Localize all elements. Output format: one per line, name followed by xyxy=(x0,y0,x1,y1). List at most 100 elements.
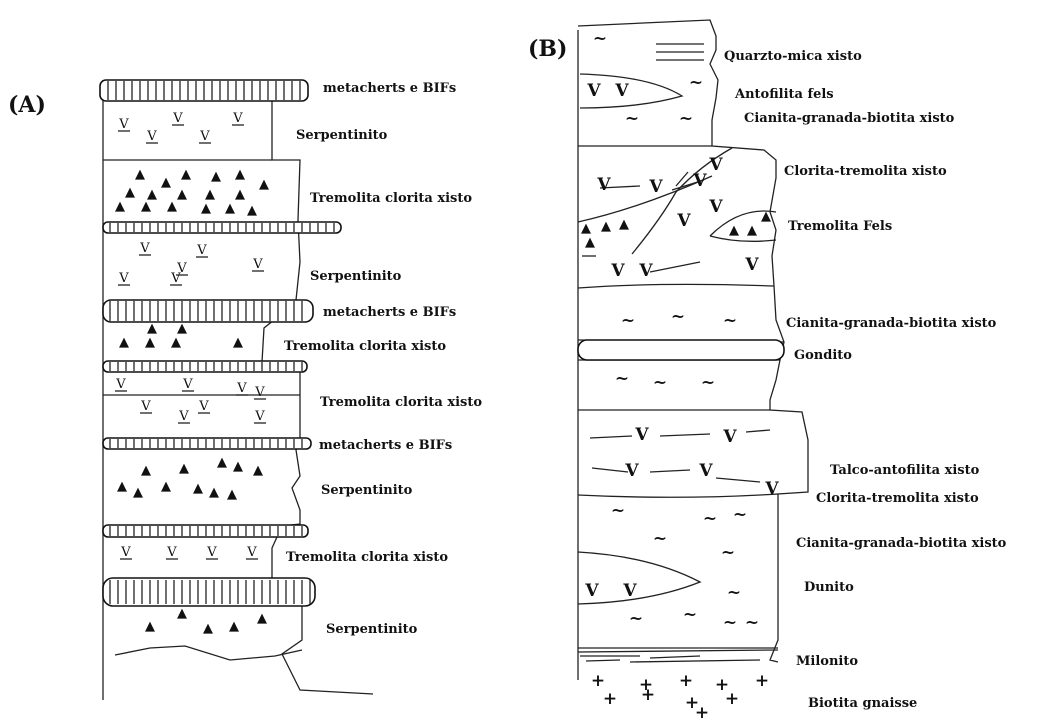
v-bar-symbol: V xyxy=(140,399,151,414)
v-symbol: V xyxy=(622,581,637,601)
hatched-band xyxy=(103,525,308,537)
v-symbol: V xyxy=(648,177,663,197)
wave-symbol: ~ xyxy=(615,369,629,389)
v-bar-symbol: V xyxy=(236,381,247,396)
triangle-symbol: ▲ xyxy=(171,335,181,350)
triangle-symbol: ▲ xyxy=(253,463,263,478)
label-antofilita-fels: Antofilita fels xyxy=(734,87,834,102)
triangle-symbol: ▲ xyxy=(141,199,151,214)
wave-symbol: ~ xyxy=(721,543,735,563)
triangle-symbol: ▲ xyxy=(147,321,157,336)
gondito-lens xyxy=(578,340,784,360)
gneiss-cross-symbols: ++++++++++ xyxy=(591,671,769,721)
v-symbol: V xyxy=(614,81,629,101)
v-symbol: V xyxy=(764,479,779,499)
v-bar-symbol: V xyxy=(196,243,207,258)
label-cianita-granada-biotita-xisto: Cianita-granada-biotita xisto xyxy=(786,316,997,331)
foliation-line xyxy=(660,434,710,436)
v-symbol: V xyxy=(676,211,691,231)
triangle-symbol: ▲ xyxy=(581,221,591,236)
v-bar-symbol: V xyxy=(178,409,189,424)
label-tremolita-clorita-xisto: Tremolita clorita xisto xyxy=(310,191,472,206)
v-bar-symbol: V xyxy=(146,129,157,144)
triangle-symbol: ▲ xyxy=(217,455,227,470)
triangle-symbol: ▲ xyxy=(205,187,215,202)
label-tremolita-clorita-xisto: Tremolita clorita xisto xyxy=(286,550,448,565)
cross-symbol: + xyxy=(591,671,605,691)
v-symbol: V xyxy=(586,81,601,101)
wave-symbol: ~ xyxy=(733,505,747,525)
label-metacherts-bifs: metacherts e BIFs xyxy=(323,81,456,96)
v-bar-symbol: V xyxy=(115,377,126,392)
tremolite-lens xyxy=(710,236,776,241)
triangle-symbol: ▲ xyxy=(235,167,245,182)
label-dunito: Dunito xyxy=(804,580,854,595)
triangle-symbol: ▲ xyxy=(229,619,239,634)
label-tremolita-clorita-xisto: Tremolita clorita xisto xyxy=(284,339,446,354)
foliation-line xyxy=(716,478,760,482)
v-symbol: V xyxy=(596,175,611,195)
label-serpentinito: Serpentinito xyxy=(310,269,402,284)
v-symbol: V xyxy=(722,427,737,447)
triangle-symbol: ▲ xyxy=(233,335,243,350)
panel-label-a: (A) xyxy=(8,92,46,118)
label-tremolita-fels: Tremolita Fels xyxy=(788,219,892,234)
triangle-symbol: ▲ xyxy=(257,611,267,626)
tremolite-chlorite-symbols: ▲▲▲▲▲▲▲▲▲▲▲▲▲▲▲▲▲▲▲▲▲▲▲▲▲▲▲▲▲▲▲▲▲▲▲▲▲▲▲ xyxy=(115,167,269,636)
wave-symbol: ~ xyxy=(723,613,737,633)
v-bar-symbol: V xyxy=(139,241,150,256)
wave-symbol: ~ xyxy=(593,29,607,49)
wave-symbol: ~ xyxy=(671,307,685,327)
hatched-band xyxy=(100,80,308,101)
triangle-symbol: ▲ xyxy=(227,487,237,502)
triangle-symbol: ▲ xyxy=(247,203,257,218)
v-symbol: V xyxy=(634,425,649,445)
v-bar-symbol: V xyxy=(254,385,265,400)
hatched-band xyxy=(103,438,311,449)
label-serpentinito: Serpentinito xyxy=(321,483,413,498)
v-bar-symbol: V xyxy=(166,545,177,560)
foliation-line xyxy=(676,172,688,186)
v-symbol: V xyxy=(744,255,759,275)
triangle-symbol: ▲ xyxy=(201,201,211,216)
triangle-symbol: ▲ xyxy=(585,235,595,250)
cross-symbol: + xyxy=(603,689,617,709)
wave-symbol: ~ xyxy=(701,373,715,393)
triangle-symbol: ▲ xyxy=(601,219,611,234)
v-bar-symbol: V xyxy=(199,129,210,144)
triangle-symbol: ▲ xyxy=(211,169,221,184)
wave-symbol: ~ xyxy=(689,73,703,93)
column-a-bottom-line xyxy=(115,646,302,660)
label-talco-antofilita-xisto: Talco-antofilita xisto xyxy=(830,463,980,478)
v-symbol: V xyxy=(624,461,639,481)
v-bar-symbol: V xyxy=(252,257,263,272)
triangle-symbol: ▲ xyxy=(177,606,187,621)
hatched-band xyxy=(103,222,341,233)
triangle-symbol: ▲ xyxy=(747,223,757,238)
v-symbol: V xyxy=(708,197,723,217)
wave-symbol: ~ xyxy=(679,109,693,129)
label-clorita-tremolita-xisto: Clorita-tremolita xisto xyxy=(816,491,979,506)
quartz-mica-lines xyxy=(656,44,704,60)
v-bar-symbol: V xyxy=(206,545,217,560)
triangle-symbol: ▲ xyxy=(145,335,155,350)
triangle-symbol: ▲ xyxy=(729,223,739,238)
triangle-symbol: ▲ xyxy=(235,187,245,202)
triangle-symbol: ▲ xyxy=(193,481,203,496)
triangle-symbol: ▲ xyxy=(125,185,135,200)
foliation-line xyxy=(592,468,628,472)
label-serpentinito: Serpentinito xyxy=(296,128,388,143)
hatched-band xyxy=(103,578,315,606)
foliation-line xyxy=(650,470,690,472)
wave-symbol: ~ xyxy=(629,609,643,629)
wave-symbol: ~ xyxy=(683,605,697,625)
wave-symbol: ~ xyxy=(745,613,759,633)
v-bar-symbol: V xyxy=(170,271,181,286)
v-symbol: V xyxy=(638,261,653,281)
triangle-symbol: ▲ xyxy=(233,459,243,474)
label-cianita-granada-biotita-xisto: Cianita-granada-biotita xisto xyxy=(744,111,955,126)
triangle-symbol: ▲ xyxy=(115,199,125,214)
triangle-symbol: ▲ xyxy=(135,167,145,182)
